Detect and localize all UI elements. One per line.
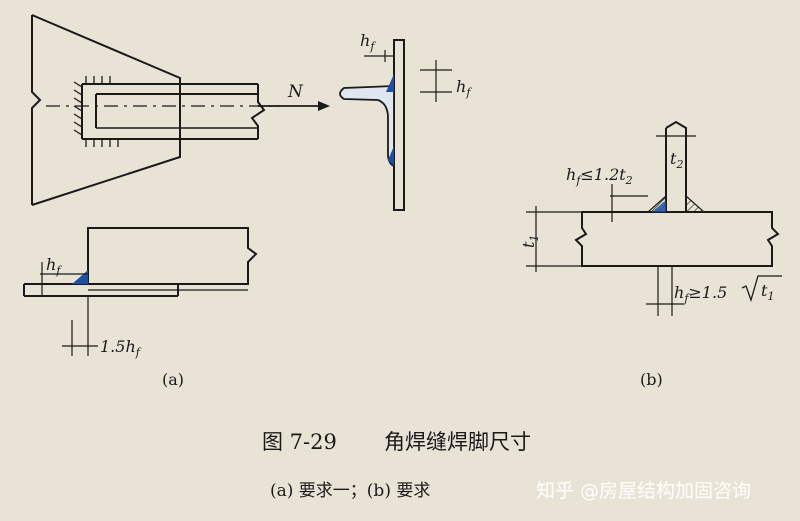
hf-max-label: hf≤1.2t2 (566, 165, 633, 187)
angle-break-mark (250, 84, 266, 139)
lap-dims (40, 262, 98, 356)
gusset-section-plate (393, 39, 405, 211)
section-hf-label: hf (360, 31, 376, 53)
section-hf-label-right: hf (456, 77, 472, 99)
figure-title: 角焊缝焊脚尺寸 (384, 430, 531, 454)
lap-joint (23, 227, 258, 297)
gusset-plate-outline (31, 14, 181, 206)
t1-label: t1 (519, 235, 541, 248)
t-joint (574, 120, 780, 267)
figure-number: 图 7-29 (262, 430, 337, 454)
angle-section: hf hf (339, 31, 472, 211)
watermark-text: 知乎 @房屋结构加固咨询 (536, 480, 751, 502)
gusset-plate-left-edge (31, 15, 42, 205)
base-plate (574, 211, 780, 267)
force-arrow: N (258, 82, 330, 111)
hf-min-label: hf≥1.5 (674, 283, 727, 305)
lap-weld-blue (72, 270, 88, 284)
upper-plate (87, 227, 258, 285)
t-weld-right (685, 194, 706, 213)
gusset-plate-assembly (31, 14, 280, 206)
weld-hatch-marks (73, 76, 119, 147)
weld-top-blue (386, 74, 394, 92)
figure-subcaption: (a) 要求一；(b) 要求 (270, 481, 430, 501)
t2-label: t2 (670, 149, 683, 171)
t-joint-dims (526, 130, 696, 316)
weld-bottom-blue (388, 146, 394, 166)
force-label: N (287, 82, 304, 102)
sqrt-symbol: t1 (741, 275, 782, 303)
lap-1-5hf-label: 1.5hf (100, 337, 142, 359)
lap-hf-label: hf (46, 255, 62, 277)
t-weld-left-blue (652, 200, 666, 212)
panel-b-label: (b) (640, 370, 663, 389)
angle-section-profile (339, 85, 395, 168)
panel-a-label: (a) (162, 370, 184, 389)
sqrt-argument: t1 (761, 281, 774, 303)
